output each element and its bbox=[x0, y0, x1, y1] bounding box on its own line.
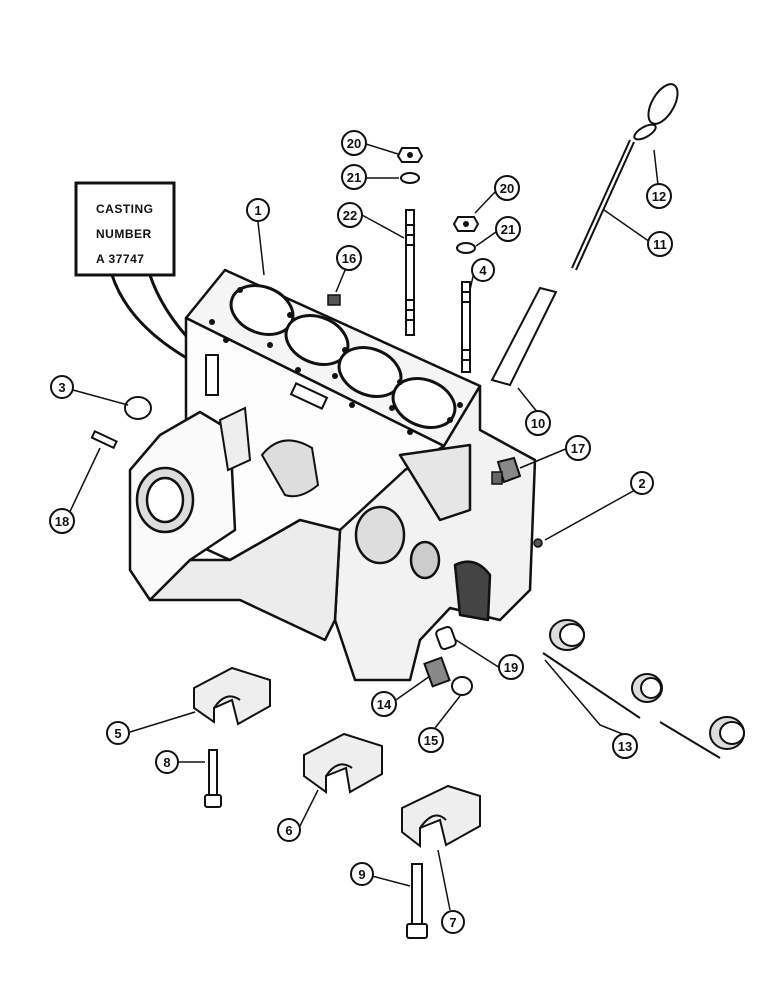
callout-8: 8 bbox=[155, 750, 179, 774]
side-bracket bbox=[218, 406, 252, 472]
svg-text:2: 2 bbox=[638, 476, 645, 491]
bearing-cap-5 bbox=[193, 666, 271, 726]
stud-4 bbox=[461, 281, 471, 373]
svg-text:10: 10 bbox=[531, 416, 545, 431]
svg-text:20: 20 bbox=[500, 181, 514, 196]
casting-number-value: A 37747 bbox=[96, 252, 144, 266]
bolt-9 bbox=[406, 863, 428, 939]
stud-18 bbox=[90, 429, 118, 450]
leader-lines bbox=[65, 143, 659, 911]
callout-6: 6 bbox=[277, 818, 301, 842]
svg-text:7: 7 bbox=[449, 915, 456, 930]
svg-text:16: 16 bbox=[342, 251, 356, 266]
callout-22: 22 bbox=[337, 202, 363, 228]
callout-20-top: 20 bbox=[341, 130, 367, 156]
nut-20-right bbox=[452, 216, 480, 232]
casting-label: CASTING bbox=[96, 202, 154, 216]
side-boss bbox=[260, 439, 320, 498]
plug-2 bbox=[533, 538, 543, 548]
svg-text:18: 18 bbox=[55, 514, 69, 529]
callout-11: 11 bbox=[647, 231, 673, 257]
dipstick-tube bbox=[490, 286, 558, 387]
cylinder-bores bbox=[229, 284, 457, 429]
callout-18: 18 bbox=[49, 508, 75, 534]
svg-text:5: 5 bbox=[114, 726, 121, 741]
number-label: NUMBER bbox=[96, 227, 152, 241]
svg-text:14: 14 bbox=[377, 697, 392, 712]
callout-5: 5 bbox=[106, 721, 130, 745]
svg-text:1: 1 bbox=[254, 203, 261, 218]
stud-22 bbox=[405, 209, 415, 336]
callout-15: 15 bbox=[418, 727, 444, 753]
callout-21-top: 21 bbox=[341, 164, 367, 190]
callout-4: 4 bbox=[471, 258, 495, 282]
callouts: 1 2 3 4 5 6 7 8 9 10 11 12 13 14 15 16 1… bbox=[49, 130, 673, 934]
washer-21-right bbox=[456, 242, 476, 254]
svg-text:4: 4 bbox=[479, 263, 487, 278]
callout-21-right: 21 bbox=[495, 216, 521, 242]
callout-14: 14 bbox=[371, 691, 397, 717]
casting-number-box: CASTING NUMBER A 37747 bbox=[74, 181, 176, 277]
bushings-bracket bbox=[542, 652, 721, 759]
svg-text:11: 11 bbox=[653, 237, 667, 252]
svg-text:20: 20 bbox=[347, 136, 361, 151]
washer-21-top bbox=[400, 172, 420, 184]
svg-text:9: 9 bbox=[358, 867, 365, 882]
callout-20-right: 20 bbox=[494, 175, 520, 201]
deck-holes bbox=[209, 287, 463, 435]
bearing-cap-6 bbox=[303, 732, 383, 794]
bearing-cap-7 bbox=[401, 784, 481, 849]
callout-7: 7 bbox=[441, 910, 465, 934]
nut-20-top bbox=[396, 147, 424, 163]
svg-text:12: 12 bbox=[652, 189, 666, 204]
svg-text:8: 8 bbox=[163, 755, 170, 770]
svg-text:15: 15 bbox=[424, 733, 438, 748]
callout-12: 12 bbox=[646, 183, 672, 209]
svg-text:17: 17 bbox=[571, 441, 585, 456]
plug-14 bbox=[423, 656, 451, 688]
svg-text:3: 3 bbox=[58, 380, 65, 395]
plug-3 bbox=[124, 396, 152, 420]
casting-pad bbox=[205, 354, 219, 396]
callout-1: 1 bbox=[246, 198, 270, 222]
sleeve-19 bbox=[435, 625, 457, 651]
bolt-8 bbox=[204, 749, 222, 808]
callout-3: 3 bbox=[50, 375, 74, 399]
plug-15 bbox=[451, 676, 473, 696]
callout-19: 19 bbox=[498, 654, 524, 680]
name-plate bbox=[289, 382, 329, 410]
callout-2: 2 bbox=[630, 471, 654, 495]
svg-text:19: 19 bbox=[504, 660, 518, 675]
fitting-17 bbox=[491, 456, 522, 485]
svg-text:21: 21 bbox=[347, 170, 361, 185]
svg-text:6: 6 bbox=[285, 823, 292, 838]
callout-10: 10 bbox=[525, 410, 551, 436]
svg-text:21: 21 bbox=[501, 222, 515, 237]
callout-13: 13 bbox=[612, 733, 638, 759]
svg-text:13: 13 bbox=[618, 739, 632, 754]
cam-bushings bbox=[549, 619, 745, 750]
callout-17: 17 bbox=[565, 435, 591, 461]
callout-9: 9 bbox=[350, 862, 374, 886]
plug-16 bbox=[327, 294, 341, 306]
callout-16: 16 bbox=[336, 245, 362, 271]
dipstick bbox=[571, 83, 679, 271]
svg-text:22: 22 bbox=[343, 208, 357, 223]
